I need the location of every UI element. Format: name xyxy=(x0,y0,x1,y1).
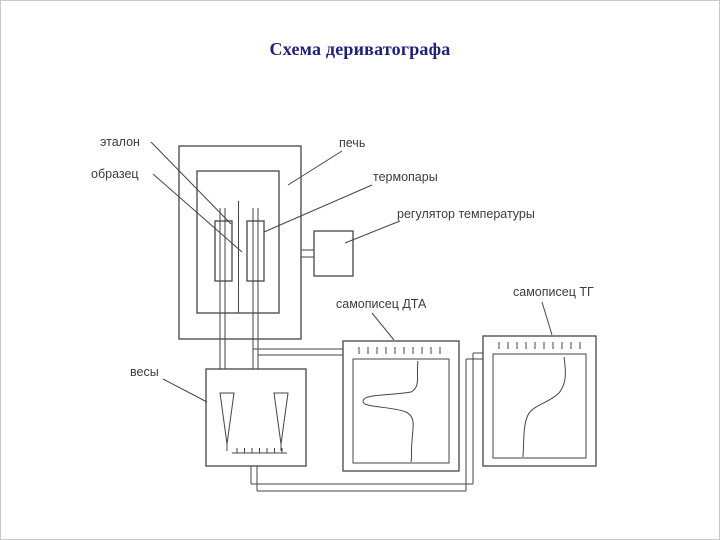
balance-box xyxy=(205,368,307,467)
leader-tg xyxy=(541,301,553,336)
dta-curve xyxy=(362,360,419,463)
dta-recorder xyxy=(342,340,460,472)
tg-chart-area xyxy=(492,353,587,459)
tg-curve xyxy=(522,356,566,458)
dta-recorder-ruler xyxy=(358,347,441,354)
balance-scale xyxy=(232,448,287,454)
furnace xyxy=(178,145,302,369)
leader-pech xyxy=(287,150,343,186)
balance xyxy=(205,368,307,467)
balance-pan-right xyxy=(273,392,289,445)
tg-recorder-ruler xyxy=(498,342,581,349)
leader-lines xyxy=(150,141,553,403)
dta-chart-area xyxy=(352,358,450,464)
label-vesy: весы xyxy=(130,365,159,379)
label-regulyator: регулятор температуры xyxy=(397,207,535,221)
tg-recorder-box xyxy=(482,335,597,467)
dta-recorder-box xyxy=(342,340,460,472)
label-samopisets-dta: самописец ДТА xyxy=(336,297,427,311)
leader-regulyator xyxy=(344,220,401,244)
leader-dta xyxy=(371,312,395,341)
tg-recorder xyxy=(482,335,597,467)
leader-etalon xyxy=(150,141,232,225)
temperature-regulator xyxy=(301,230,354,277)
label-samopisets-tg: самописец ТГ xyxy=(513,285,594,299)
reference-crucible xyxy=(214,220,233,282)
page-title: Схема дериватографа xyxy=(269,39,451,59)
leader-termopary xyxy=(263,184,373,233)
leader-vesy xyxy=(162,378,208,403)
balance-pan-left xyxy=(219,392,235,445)
sample-crucible xyxy=(246,220,265,282)
furnace-outer-wall xyxy=(178,145,302,340)
regulator-box xyxy=(313,230,354,277)
label-etalon: эталон xyxy=(100,135,140,149)
label-obrazets: образец xyxy=(91,167,139,181)
signal-wires xyxy=(250,348,483,492)
label-pech: печь xyxy=(339,136,365,150)
label-termopary: термопары xyxy=(373,170,438,184)
leader-obrazets xyxy=(152,173,243,253)
